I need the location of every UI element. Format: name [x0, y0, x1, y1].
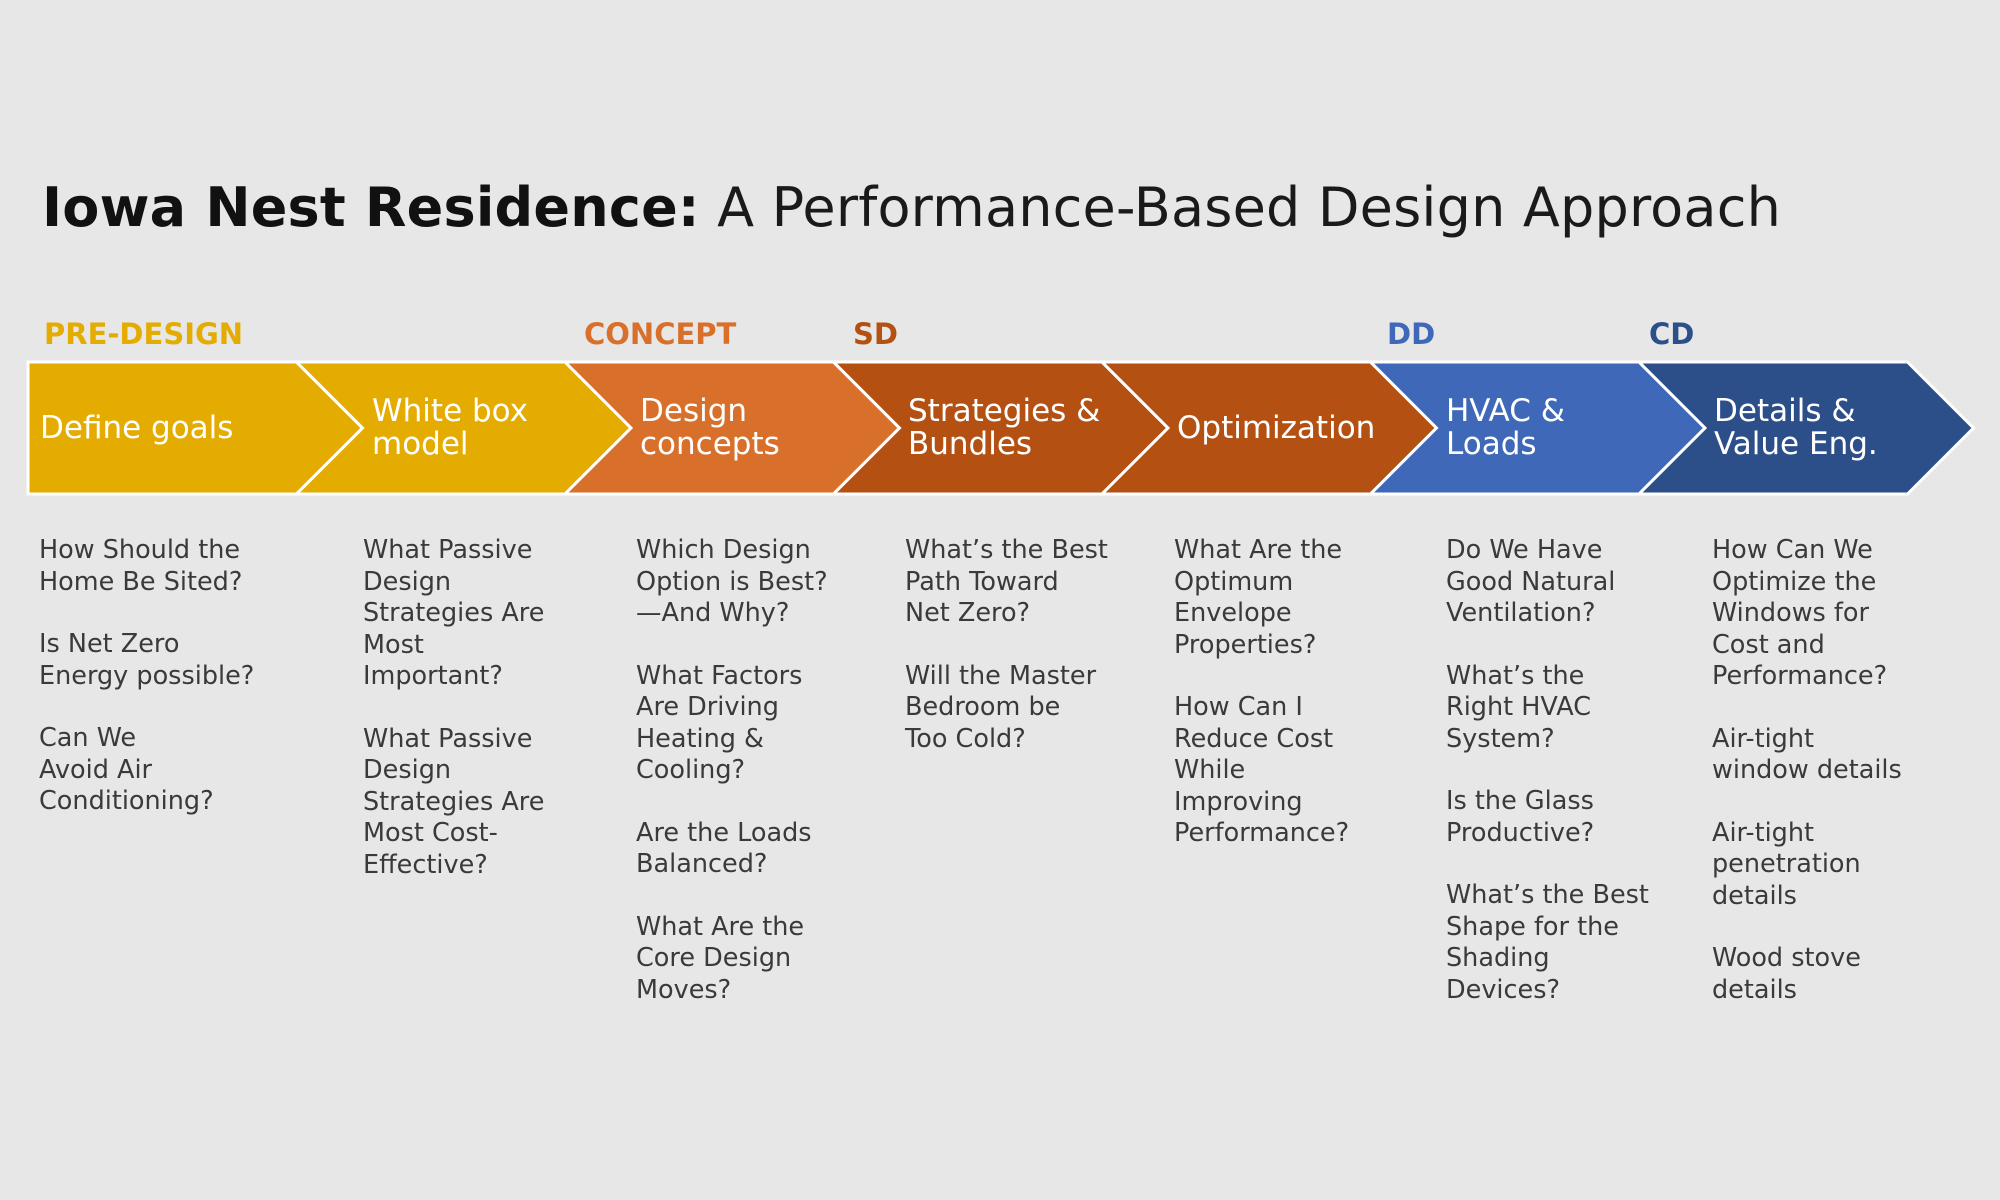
- question: What Passive Design Strategies Are Most …: [363, 723, 545, 880]
- question: How Should the Home Be Sited?: [39, 535, 243, 597]
- step-label-optimization: Optimization: [1177, 409, 1376, 446]
- chevron-details-value-eng: [1635, 360, 1976, 496]
- page-title: Iowa Nest Residence: A Performance-Based…: [42, 173, 1781, 243]
- questions-strategies-bundles: What’s the Best Path Toward Net Zero? Wi…: [905, 535, 1155, 786]
- phase-label-cd: CD: [1649, 317, 1695, 351]
- question: What’s the Best Shape for the Shading De…: [1446, 880, 1649, 1005]
- questions-details-value-eng: How Can We Optimize the Windows for Cost…: [1712, 535, 1962, 1037]
- step-label-define-goals: Define goals: [40, 409, 234, 446]
- question: Which Design Option is Best? —And Why?: [636, 535, 828, 628]
- step-label-hvac-loads: HVAC & Loads: [1446, 393, 1565, 462]
- questions-white-box-model: What Passive Design Strategies Are Most …: [363, 535, 613, 912]
- questions-define-goals: How Should the Home Be Sited? Is Net Zer…: [39, 535, 289, 849]
- step-label-white-box-model: White box model: [372, 393, 529, 462]
- question: Air-tight penetration details: [1712, 817, 1861, 911]
- title-subtitle: A Performance-Based Design Approach: [699, 176, 1782, 239]
- question: Are the Loads Balanced?: [636, 817, 812, 880]
- question: How Can We Optimize the Windows for Cost…: [1712, 535, 1888, 691]
- question: How Can I Reduce Cost While Improving Pe…: [1174, 692, 1350, 848]
- phase-label-pre-design: PRE-DESIGN: [44, 317, 244, 351]
- question: Wood stove details: [1712, 943, 1861, 1005]
- phase-label-concept: CONCEPT: [584, 317, 737, 351]
- step-label-design-concepts: Design concepts: [640, 393, 780, 462]
- questions-design-concepts: Which Design Option is Best? —And Why? W…: [636, 535, 886, 1037]
- question: What Passive Design Strategies Are Most …: [363, 535, 545, 691]
- step-label-details-value-eng: Details & Value Eng.: [1714, 393, 1878, 462]
- question: Do We Have Good Natural Ventilation?: [1446, 535, 1616, 628]
- question: What Factors Are Driving Heating & Cooli…: [636, 660, 803, 786]
- question: What’s the Right HVAC System?: [1446, 660, 1592, 754]
- question: Air-tight window details: [1712, 723, 1902, 786]
- question: What Are the Optimum Envelope Properties…: [1174, 535, 1343, 660]
- question: Will the Master Bedroom be Too Cold?: [905, 660, 1097, 754]
- step-label-strategies-bundles: Strategies & Bundles: [908, 393, 1101, 462]
- question: Is the Glass Productive?: [1446, 786, 1595, 848]
- phase-label-dd: DD: [1387, 317, 1436, 351]
- questions-optimization: What Are the Optimum Envelope Properties…: [1174, 535, 1424, 881]
- question: Is Net Zero Energy possible?: [39, 629, 255, 691]
- title-bold: Iowa Nest Residence:: [42, 176, 700, 239]
- questions-hvac-loads: Do We Have Good Natural Ventilation? Wha…: [1446, 535, 1696, 1037]
- question: Can We Avoid Air Conditioning?: [39, 723, 214, 816]
- question: What Are the Core Design Moves?: [636, 911, 805, 1005]
- phase-label-sd: SD: [853, 317, 898, 351]
- question: What’s the Best Path Toward Net Zero?: [905, 535, 1108, 628]
